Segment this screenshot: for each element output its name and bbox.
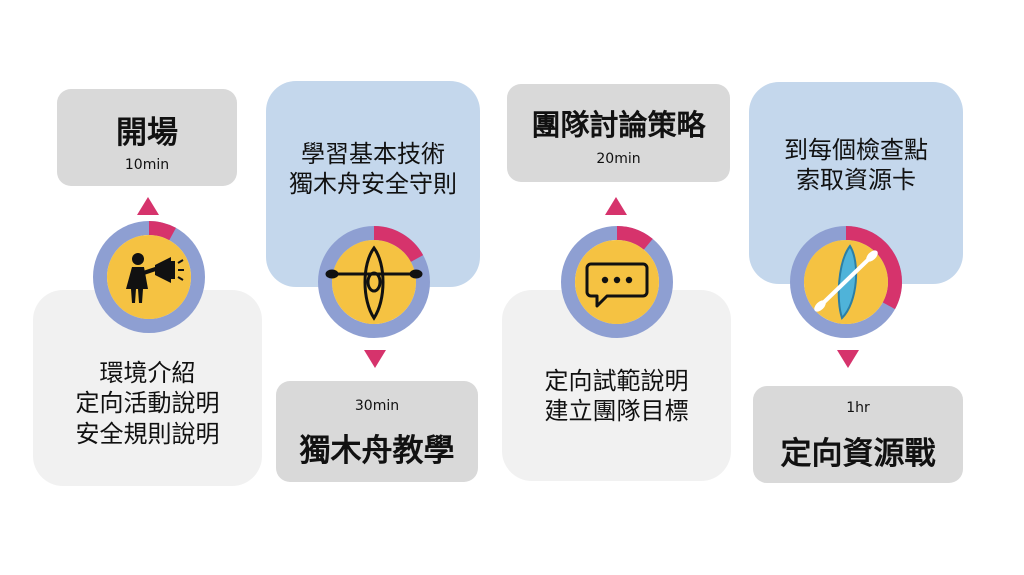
step-4-title-box: 1hr 定向資源戰	[753, 386, 963, 483]
step-1-duration: 10min	[124, 157, 170, 173]
step-4-badge	[790, 226, 902, 338]
step-2-badge	[318, 226, 430, 338]
step-1-detail-line: 環境介紹	[99, 359, 196, 387]
step-2-title-box: 30min 獨木舟教學	[276, 381, 478, 482]
step-4-detail-line: 到每個檢查點	[784, 136, 928, 164]
progress-ring-accent	[318, 226, 430, 338]
step-1-title-box: 開場 10min	[57, 89, 237, 186]
step-3-detail-line: 建立團隊目標	[544, 397, 689, 426]
step-2-detail-line: 學習基本技術	[301, 140, 445, 168]
step-4-arrow-down	[837, 350, 859, 368]
person-megaphone-icon	[126, 253, 184, 303]
kayak-icon	[325, 245, 423, 321]
step-4-duration: 1hr	[846, 400, 870, 416]
progress-ring-accent	[561, 226, 673, 338]
kayak-paddle-icon	[814, 244, 878, 320]
step-2-title: 獨木舟教學	[299, 433, 455, 469]
step-1-detail-line: 定向活動說明	[75, 389, 220, 418]
step-3-duration: 20min	[596, 151, 641, 167]
step-3-detail-line: 定向試範說明	[544, 367, 689, 395]
badge-fill	[332, 240, 416, 324]
step-2-duration: 30min	[354, 398, 400, 414]
step-1-details: 環境介紹 定向活動說明 安全規則說明	[33, 358, 262, 449]
badge-fill	[107, 235, 191, 319]
step-2-arrow-down	[364, 350, 386, 368]
step-3-arrow-up	[605, 197, 627, 215]
step-1-badge	[93, 221, 205, 333]
step-1-title: 開場	[116, 115, 178, 151]
step-2-detail-line: 獨木舟安全守則	[289, 170, 457, 199]
step-2-details: 學習基本技術 獨木舟安全守則	[266, 139, 480, 200]
step-4-title: 定向資源戰	[780, 436, 936, 472]
step-1-arrow-up	[137, 197, 159, 215]
step-4-detail-line: 索取資源卡	[796, 166, 916, 195]
step-3-title-box: 團隊討論策略 20min	[507, 84, 730, 182]
progress-ring-accent	[93, 221, 205, 333]
step-1-detail-line: 安全規則說明	[75, 419, 220, 448]
step-4-details: 到每個檢查點 索取資源卡	[749, 135, 963, 196]
chat-bubble-icon	[585, 262, 649, 308]
step-3-title: 團隊討論策略	[531, 108, 706, 142]
step-3-badge	[561, 226, 673, 338]
progress-ring-accent	[790, 226, 902, 338]
step-3-details: 定向試範說明 建立團隊目標	[502, 366, 731, 427]
